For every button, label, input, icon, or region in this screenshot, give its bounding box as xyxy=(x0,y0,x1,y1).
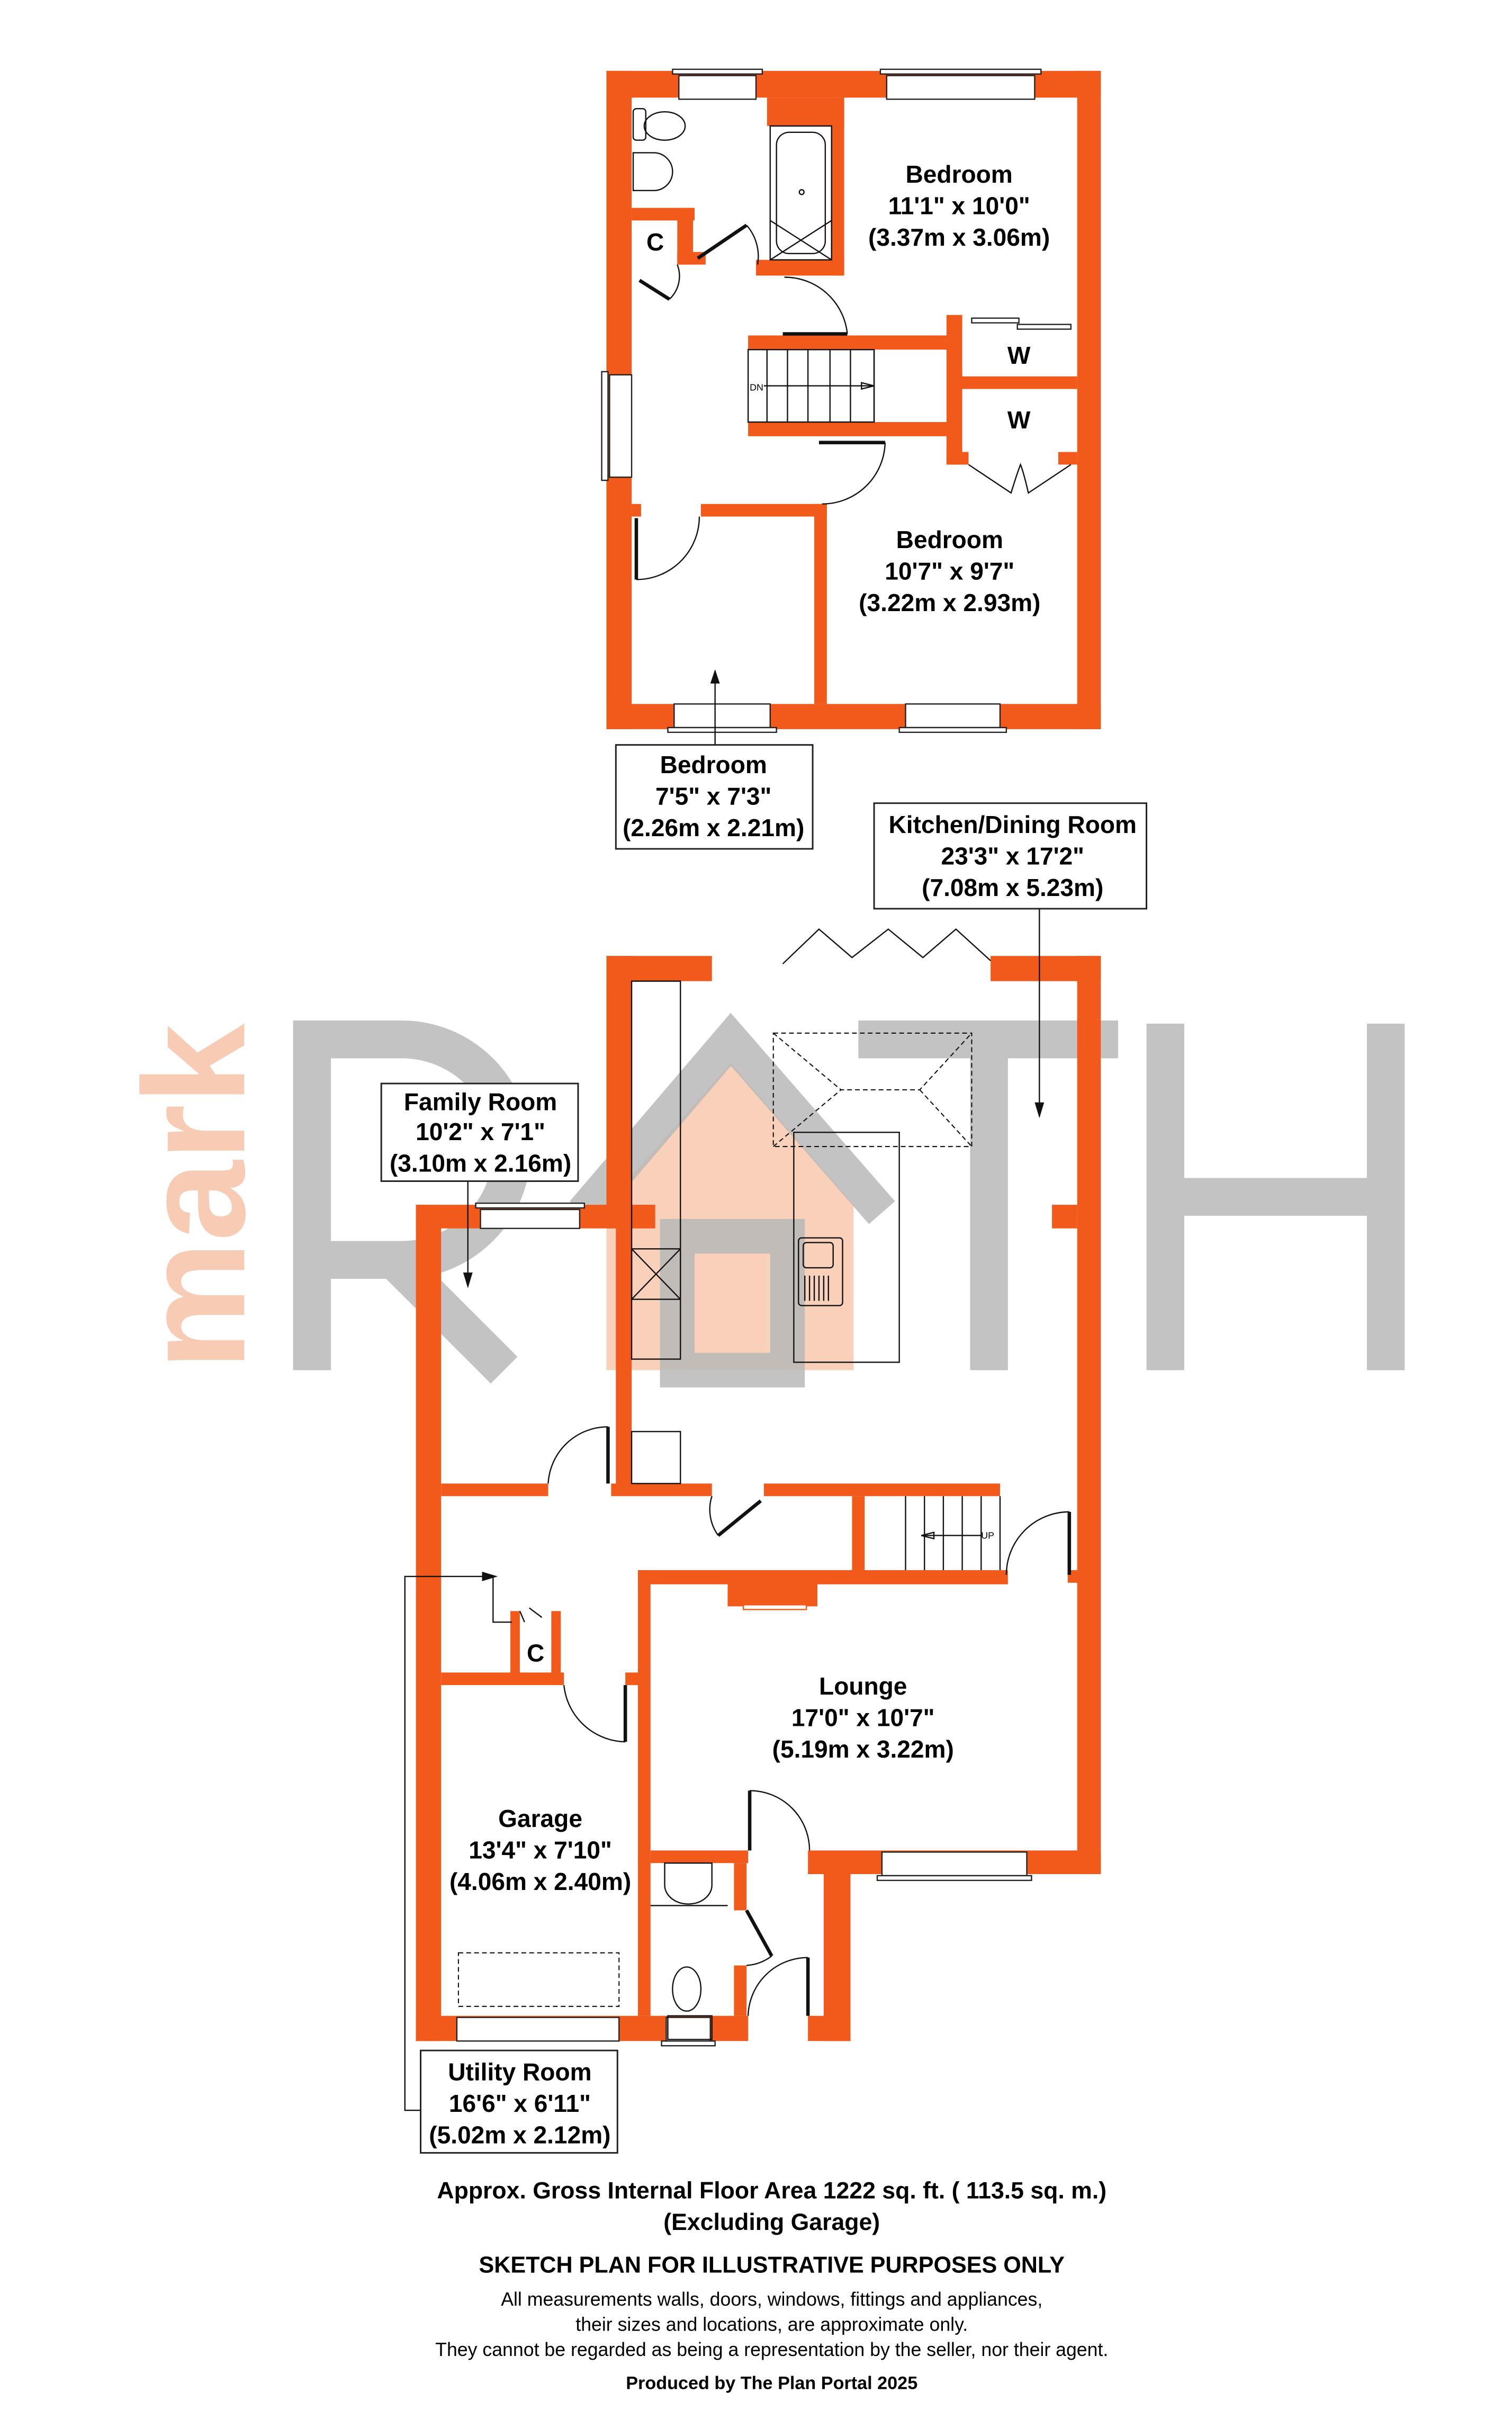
svg-text:(3.22m x 2.93m): (3.22m x 2.93m) xyxy=(859,589,1040,616)
sink-icon xyxy=(798,1237,843,1306)
floor-area: Approx. Gross Internal Floor Area 1222 s… xyxy=(437,2178,1106,2204)
worktop xyxy=(631,980,681,1360)
window xyxy=(673,703,771,729)
svg-text:Bedroom: Bedroom xyxy=(906,160,1013,188)
door[interactable] xyxy=(782,276,848,336)
svg-text:10'7" x 9'7": 10'7" x 9'7" xyxy=(885,557,1014,585)
cupboard-label: C xyxy=(646,228,664,256)
bath-icon xyxy=(769,125,832,261)
svg-text:10'2" x 7'1": 10'2" x 7'1" xyxy=(416,1118,545,1145)
staircase-down: DN xyxy=(747,349,875,423)
room-label-bedroom-2: Bedroom 10'7" x 9'7" (3.22m x 2.93m) xyxy=(859,526,1040,616)
room-label-kitchen: Kitchen/Dining Room 23'3" x 17'2" (7.08m… xyxy=(873,802,1148,1118)
window xyxy=(480,1208,581,1229)
svg-text:7'5" x 7'3": 7'5" x 7'3" xyxy=(655,783,771,810)
door[interactable] xyxy=(1005,1511,1072,1575)
svg-text:11'1" x 10'0": 11'1" x 10'0" xyxy=(888,192,1030,219)
svg-text:(5.02m x 2.12m): (5.02m x 2.12m) xyxy=(429,2121,610,2149)
svg-text:23'3" x 17'2": 23'3" x 17'2" xyxy=(941,843,1084,870)
excluding-note: (Excluding Garage) xyxy=(663,2209,880,2235)
room-label-bedroom-3: Bedroom 7'5" x 7'3" (2.26m x 2.21m) xyxy=(615,669,814,850)
toilet-icon xyxy=(632,108,686,141)
door[interactable] xyxy=(748,1790,811,1851)
room-label-garage: Garage 13'4" x 7'10" (4.06m x 2.40m) xyxy=(449,1805,631,1895)
svg-text:13'4" x 7'10": 13'4" x 7'10" xyxy=(469,1836,612,1863)
room-label-family: Family Room 10'2" x 7'1" (3.10m x 2.16m) xyxy=(380,1082,579,1288)
sketch-notice: SKETCH PLAN FOR ILLUSTRATIVE PURPOSES ON… xyxy=(479,2252,1065,2278)
svg-text:16'6" x 6'11": 16'6" x 6'11" xyxy=(449,2090,591,2117)
toilet-icon xyxy=(667,1966,713,2040)
room-label-lounge: Lounge 17'0" x 10'7" (5.19m x 3.22m) xyxy=(772,1672,954,1763)
footer: Approx. Gross Internal Floor Area 1222 s… xyxy=(435,2178,1108,2394)
svg-text:17'0" x 10'7": 17'0" x 10'7" xyxy=(791,1704,935,1731)
bifold-doors[interactable] xyxy=(782,928,991,964)
wardrobe-label: W xyxy=(1007,406,1031,434)
svg-text:(4.06m x 2.40m): (4.06m x 2.40m) xyxy=(449,1868,631,1895)
window xyxy=(905,703,1001,729)
cupboard-label: C xyxy=(527,1639,544,1667)
first-floor: C DN W W Bedroom 11'1" x xyxy=(601,68,1101,850)
disclaimer-line: their sizes and locations, are approxima… xyxy=(575,2314,968,2335)
window xyxy=(609,374,633,478)
door[interactable] xyxy=(638,264,680,301)
door[interactable] xyxy=(697,223,759,265)
window xyxy=(678,75,757,100)
svg-text:Utility Room: Utility Room xyxy=(448,2058,591,2086)
svg-text:(2.26m x 2.21m): (2.26m x 2.21m) xyxy=(623,814,804,841)
basin-icon xyxy=(664,1862,713,1905)
wardrobe-label: W xyxy=(1007,342,1031,369)
svg-text:(5.19m x 3.22m): (5.19m x 3.22m) xyxy=(772,1735,954,1763)
svg-text:Garage: Garage xyxy=(498,1805,582,1832)
disclaimer-line: They cannot be regarded as being a repre… xyxy=(435,2339,1108,2360)
window xyxy=(881,1851,1028,1877)
window xyxy=(886,75,1036,100)
room-label-utility: Utility Room 16'6" x 6'11" (5.02m x 2.12… xyxy=(404,1572,618,2154)
appliance-icon xyxy=(631,1248,681,1300)
svg-text:Bedroom: Bedroom xyxy=(896,526,1003,553)
stairs-label: UP xyxy=(981,1530,994,1541)
door[interactable] xyxy=(709,1495,762,1537)
svg-text:(7.08m x 5.23m): (7.08m x 5.23m) xyxy=(922,874,1103,901)
watermark-logo: mark xyxy=(113,1013,1405,1388)
door[interactable] xyxy=(745,1909,773,1966)
disclaimer-line: All measurements walls, doors, windows, … xyxy=(501,2289,1042,2310)
svg-text:Lounge: Lounge xyxy=(819,1672,907,1700)
staircase-up: UP xyxy=(905,1496,1001,1571)
window xyxy=(456,2017,620,2042)
svg-text:(3.10m x 2.16m): (3.10m x 2.16m) xyxy=(390,1150,571,1177)
garage-outline xyxy=(457,1952,620,2007)
ground-floor: UP C Kitchen/Dining Room 23'3" x 17'2" (… xyxy=(380,802,1148,2154)
front-door[interactable] xyxy=(747,1957,810,2016)
door[interactable] xyxy=(818,441,886,505)
watermark-mark: mark xyxy=(113,1023,275,1370)
basin-icon xyxy=(632,152,673,192)
wardrobe-doors[interactable] xyxy=(968,463,1072,494)
door[interactable] xyxy=(547,1426,610,1484)
svg-text:Family Room: Family Room xyxy=(404,1088,557,1116)
door[interactable] xyxy=(563,1685,627,1743)
svg-text:Kitchen/Dining Room: Kitchen/Dining Room xyxy=(889,811,1137,838)
door[interactable] xyxy=(634,516,700,580)
stairs-label: DN xyxy=(750,382,763,393)
producer-credit: Produced by The Plan Portal 2025 xyxy=(626,2373,917,2393)
kitchen-island xyxy=(793,1132,900,1363)
roof-lantern xyxy=(772,1032,973,1148)
room-label-bedroom-1: Bedroom 11'1" x 10'0" (3.37m x 3.06m) xyxy=(868,160,1050,251)
svg-text:(3.37m x 3.06m): (3.37m x 3.06m) xyxy=(868,223,1050,251)
window xyxy=(665,2017,711,2042)
svg-text:Bedroom: Bedroom xyxy=(660,751,767,778)
